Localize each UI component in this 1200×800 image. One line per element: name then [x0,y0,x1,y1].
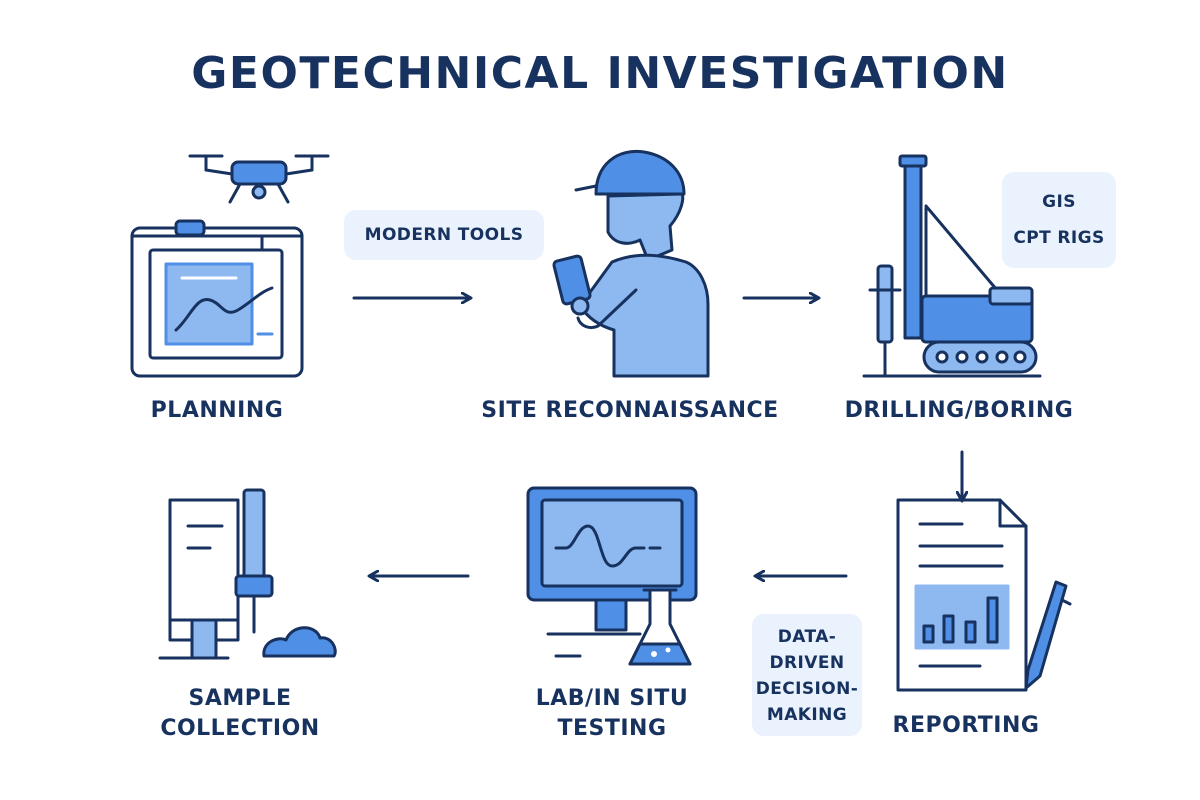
tag-modern-tools: MODERN TOOLS [344,210,544,260]
report-document-icon [896,498,1028,692]
tag-data-driven-line-4: MAKING [766,705,848,725]
step-sample-collection-line-1: SAMPLE [188,686,292,711]
tag-data-driven-line-1: DATA- [777,627,837,647]
sample-core-icon [158,488,274,660]
tag-gis: GIS [1042,192,1076,212]
step-reporting: REPORTING [892,713,1040,738]
step-lab-testing-line-1: LAB/IN SITU [535,686,689,711]
step-site-reconnaissance: SITE RECONNAISSANCE [481,398,779,423]
step-planning: PLANNING [150,398,284,423]
monitor-icon [526,486,698,658]
step-sample-collection: SAMPLE COLLECTION [140,684,340,744]
diagram-title: GEOTECHNICAL INVESTIGATION [191,48,1009,99]
drone-icon [188,154,330,204]
tag-data-driven: DATA- DRIVEN DECISION- MAKING [752,614,862,736]
tag-data-driven-line-3: DECISION- [755,679,859,699]
soil-pile-icon [262,626,337,658]
engineer-tablet-icon [552,149,710,378]
step-lab-testing: LAB/IN SITU TESTING [502,684,722,744]
step-sample-collection-line-2: COLLECTION [160,716,320,741]
pen-icon [1024,580,1072,690]
tag-cpt-rigs: CPT RIGS [1013,228,1105,248]
step-lab-testing-line-2: TESTING [557,716,667,741]
flask-icon [628,588,692,666]
planning-board-icon [130,219,304,378]
tag-data-driven-line-2: DRIVEN [769,653,845,673]
drilling-rig-icon [862,154,1042,378]
tag-gis-cpt: GIS CPT RIGS [1002,172,1116,268]
flow-arrows [352,298,962,576]
step-drilling-boring: DRILLING/BORING [844,398,1074,423]
